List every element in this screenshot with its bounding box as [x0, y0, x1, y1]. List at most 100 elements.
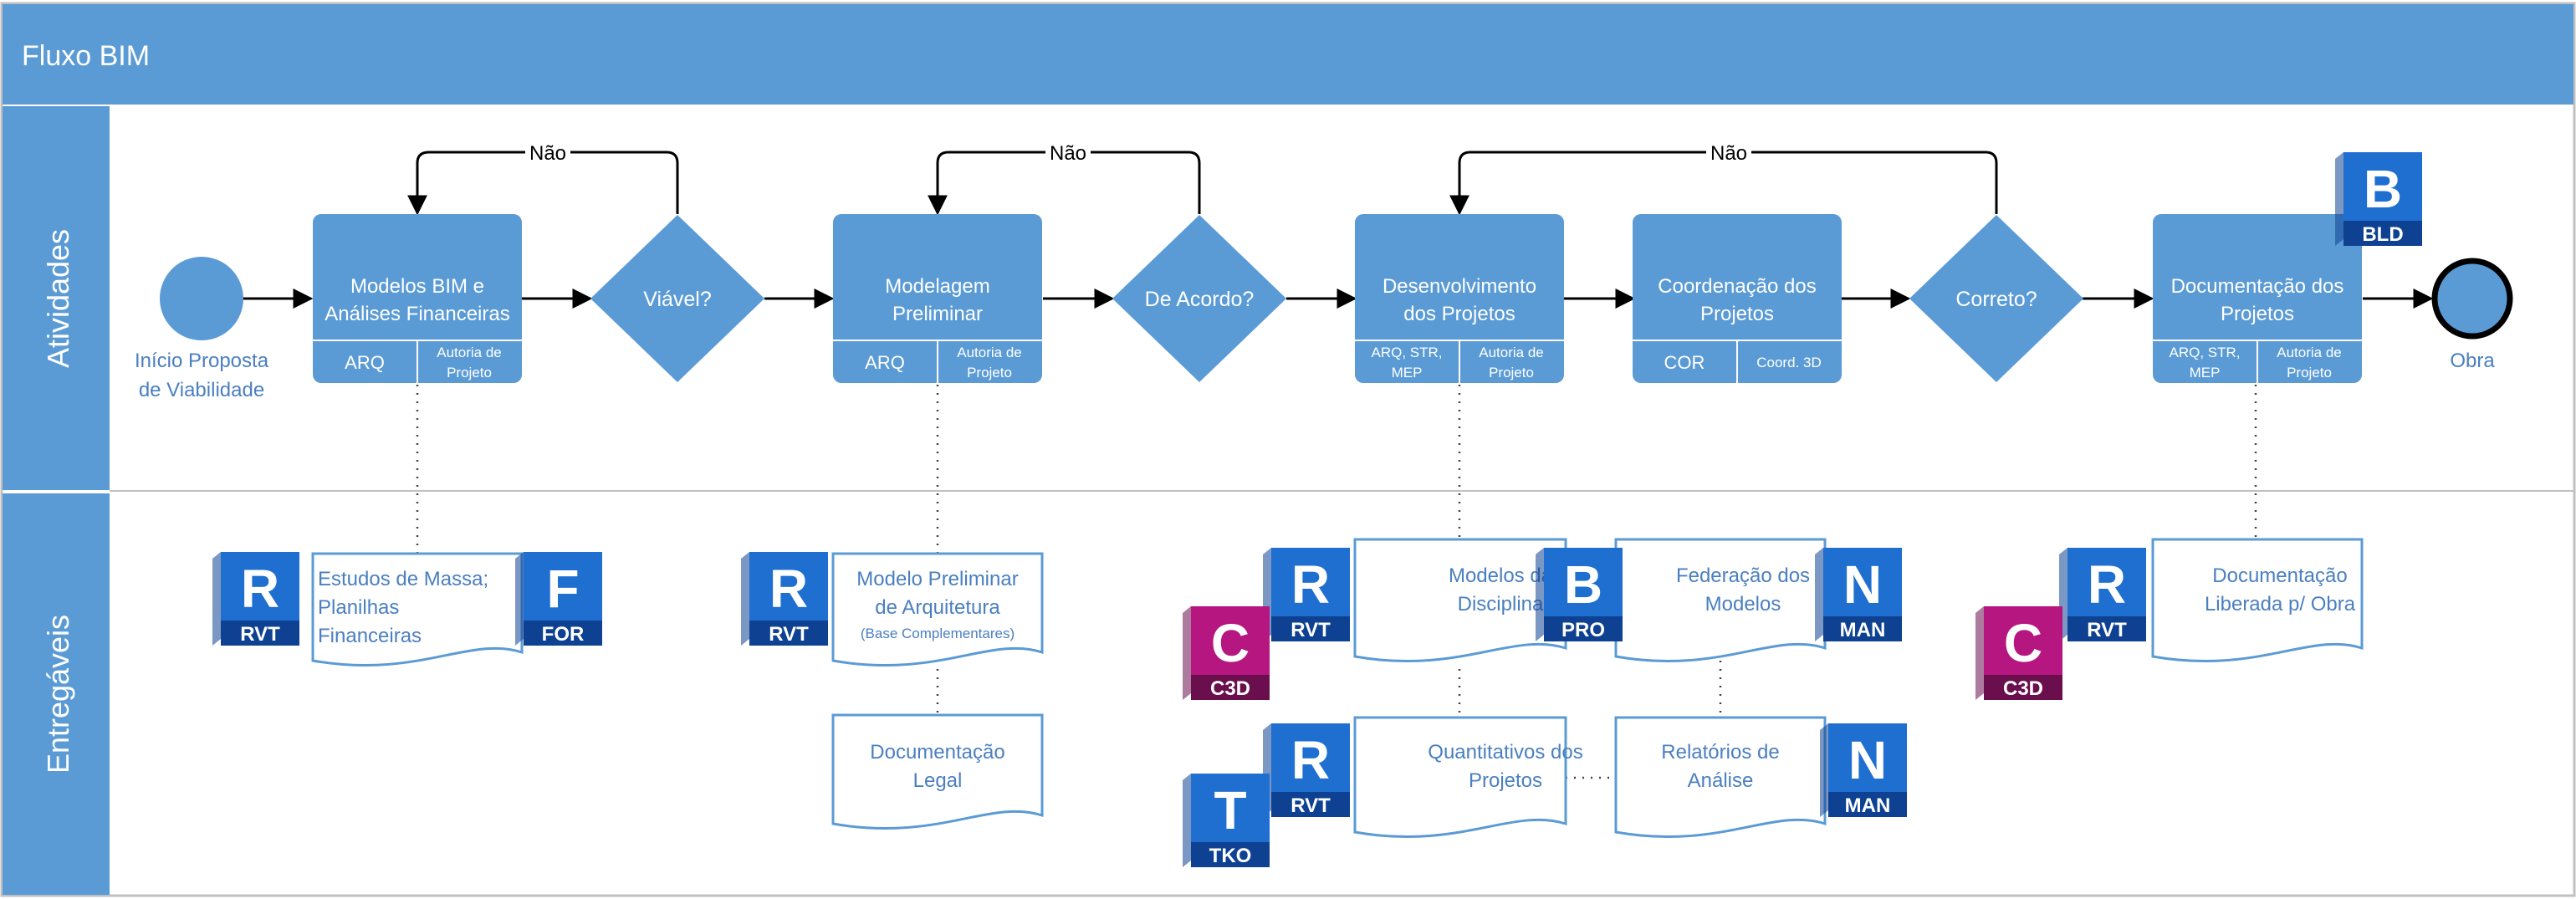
document-doc4 — [1353, 538, 1567, 663]
decision-d2-label: De Acordo? — [1145, 288, 1255, 311]
process-p3-title-1: Desenvolvimento — [1383, 275, 1536, 298]
doc8-line2: Liberada p/ Obra — [2205, 593, 2356, 616]
doc8-line1: Documentação — [2212, 564, 2347, 587]
process-p2-title-2: Preliminar — [892, 303, 983, 325]
badge-rvt-icon: R RVT — [2059, 548, 2146, 641]
lane-label-deliverables: Entregáveis — [41, 615, 75, 774]
end-event — [2431, 258, 2513, 340]
loop-label-1: Não — [529, 142, 566, 165]
process-p3-type-2: Projeto — [1489, 365, 1534, 381]
badge-code: RVT — [1291, 794, 1331, 817]
process-p5: Documentação dos Projetos ARQ, STR, MEP … — [2153, 214, 2362, 383]
badge-code: RVT — [769, 623, 809, 646]
decision-d3-label: Correto? — [1955, 288, 2037, 311]
process-p5-type-1: Autoria de — [2277, 345, 2342, 360]
decision-d3: Correto? — [1909, 215, 2083, 382]
process-p1-type-2: Projeto — [447, 365, 492, 381]
badge-bld-icon: B BLD — [2335, 152, 2422, 246]
doc2-line2: de Arquitetura — [875, 596, 1000, 619]
process-p5-title-2: Projetos — [2221, 303, 2294, 325]
doc1-line1: Estudos de Massa; — [318, 568, 488, 590]
start-label-line2: de Viabilidade — [139, 379, 264, 401]
doc2-line1: Modelo Preliminar — [856, 568, 1018, 590]
process-p4-role: COR — [1664, 352, 1705, 373]
doc3-line1: Documentação — [870, 741, 1004, 764]
process-p5-role-1: ARQ, STR, — [2169, 345, 2240, 360]
process-p4-type: Coord. 3D — [1756, 355, 1821, 370]
badge-code: MAN — [1840, 619, 1886, 641]
badge-letter: R — [1291, 554, 1330, 615]
document-doc8 — [2151, 538, 2364, 663]
badge-code: FOR — [542, 623, 585, 646]
diagram-title: Fluxo BIM — [22, 40, 150, 72]
process-p5-type-2: Projeto — [2287, 365, 2332, 381]
doc1-line2: Planilhas — [318, 596, 399, 619]
badge-rvt-icon: R RVT — [741, 552, 828, 646]
badge-code: C3D — [2003, 677, 2043, 700]
process-p1: Modelos BIM e Análises Financeiras ARQ A… — [313, 214, 522, 383]
process-p1-title-2: Análises Financeiras — [325, 303, 509, 325]
process-p2-role: ARQ — [865, 352, 905, 373]
doc6-line1: Quantitativos dos — [1428, 741, 1582, 764]
no-label-bg-2 — [1045, 139, 1091, 164]
badge-letter: R — [241, 559, 279, 619]
process-p4-title-2: Projetos — [1700, 303, 1774, 325]
badge-letter: T — [1214, 780, 1246, 840]
doc5-line2: Modelos — [1705, 593, 1781, 616]
associations — [416, 385, 2257, 779]
badge-letter: B — [1564, 554, 1602, 615]
document-texts: Estudos de Massa; Planilhas Financeiras … — [318, 564, 2356, 792]
doc5-line1: Federação dos — [1676, 564, 1810, 587]
badge-letter: F — [546, 559, 579, 619]
no-label-bg-3 — [1706, 139, 1751, 164]
document-doc3 — [831, 713, 1044, 830]
badge-rvt-icon: R RVT — [1263, 723, 1350, 817]
document-doc5 — [1614, 538, 1827, 663]
decision-d2: De Acordo? — [1112, 215, 1286, 382]
process-p5-title-1: Documentação dos — [2171, 275, 2344, 298]
doc6-line2: Projetos — [1469, 769, 1542, 792]
badge-rvt-icon: R RVT — [212, 552, 299, 646]
badge-code: BLD — [2362, 223, 2403, 246]
doc1-line3: Financeiras — [318, 625, 422, 647]
badge-letter: N — [1843, 554, 1882, 615]
process-p4-title-1: Coordenação dos — [1658, 275, 1816, 298]
process-p2-title-1: Modelagem — [885, 275, 989, 298]
decision-d1-label: Viável? — [643, 288, 712, 311]
process-p1-role: ARQ — [345, 352, 385, 373]
badge-letter: R — [1291, 730, 1330, 790]
badge-letter: R — [769, 559, 808, 619]
badge-letter: R — [2088, 554, 2126, 615]
badge-code: RVT — [240, 623, 280, 646]
badge-letter: N — [1848, 730, 1887, 790]
loop-label-3: Não — [1710, 142, 1747, 165]
badge-code: TKO — [1209, 845, 1252, 867]
badge-code: RVT — [2087, 619, 2127, 641]
badge-c3d-icon: C C3D — [1975, 606, 2062, 700]
badge-letter: B — [2364, 159, 2402, 219]
process-p3-title-2: dos Projetos — [1403, 303, 1515, 325]
doc3-line2: Legal — [913, 769, 963, 792]
lane-label-activities: Atividades — [41, 229, 75, 368]
badge-letter: C — [2004, 613, 2042, 673]
process-p1-title-1: Modelos BIM e — [350, 275, 484, 298]
lane-header-activities — [3, 106, 110, 490]
process-p1-type-1: Autoria de — [437, 345, 502, 360]
lane-header-deliverables — [3, 493, 110, 895]
process-p3-type-1: Autoria de — [1479, 345, 1544, 360]
process-p3-role-1: ARQ, STR, — [1371, 345, 1442, 360]
document-doc1 — [311, 552, 524, 667]
process-p4: Coordenação dos Projetos COR Coord. 3D — [1633, 214, 1842, 383]
process-p3-role-2: MEP — [1392, 365, 1423, 381]
end-label: Obra — [2450, 350, 2495, 372]
doc7-line2: Análise — [1688, 769, 1754, 792]
doc7-line1: Relatórios de — [1661, 741, 1779, 764]
badge-tko-icon: T TKO — [1183, 774, 1270, 867]
document-doc7 — [1614, 716, 1827, 839]
